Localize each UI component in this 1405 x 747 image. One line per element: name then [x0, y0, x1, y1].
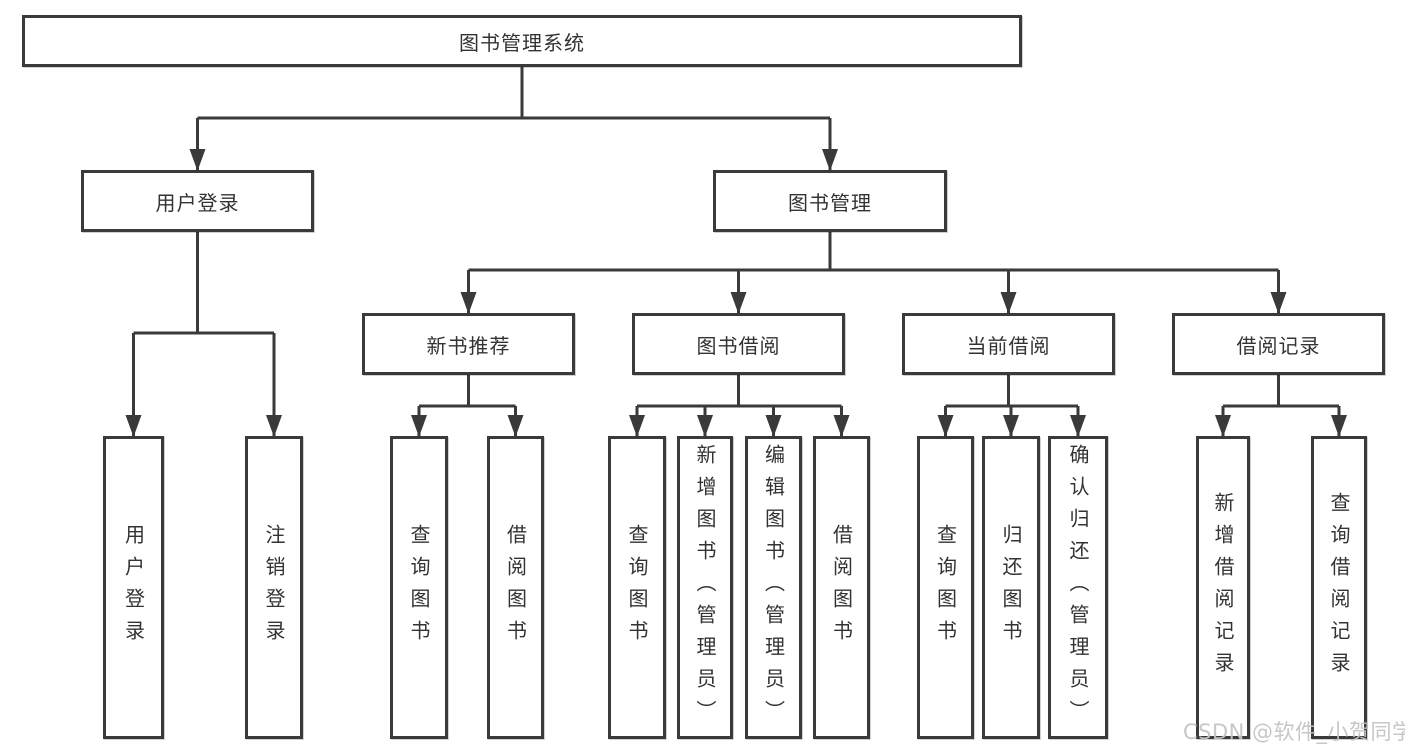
node-current-borrow-label: 当前借阅 [966, 333, 1051, 358]
node-book-management: 图书管理 [713, 170, 947, 232]
node-book-management-label: 图书管理 [788, 190, 872, 215]
node-library-system: 图书管理系统 [22, 15, 1022, 67]
connector-root-to-level2 [189, 67, 838, 171]
node-current-query-book: 查询图书 [917, 436, 974, 739]
node-login: 用户登录 [103, 436, 164, 739]
connector-user-login-children [125, 232, 282, 437]
node-borrow-book-label: 借阅图书 [829, 523, 854, 652]
node-new-book-recommend: 新书推荐 [362, 313, 575, 375]
node-book-borrow: 图书借阅 [632, 313, 845, 375]
node-user-login: 用户登录 [81, 170, 314, 232]
node-newrec-query-book: 查询图书 [390, 436, 448, 739]
node-logout: 注销登录 [245, 436, 303, 739]
node-newrec-borrow-book: 借阅图书 [487, 436, 544, 739]
node-query-borrow-record-label: 查询借阅记录 [1327, 491, 1351, 684]
node-borrow-records: 借阅记录 [1172, 313, 1385, 375]
watermark: CSDN @软件_小贺同学 [1183, 720, 1405, 744]
node-add-borrow-record-label: 新增借阅记录 [1211, 491, 1235, 684]
node-newrec-borrow-book-label: 借阅图书 [503, 523, 528, 652]
node-return-book-label: 归还图书 [999, 523, 1023, 652]
node-edit-book-admin: 编辑图书（管理员） [745, 436, 802, 739]
node-logout-label: 注销登录 [262, 523, 286, 652]
node-book-borrow-label: 图书借阅 [696, 333, 781, 358]
connector-new-book-children [411, 375, 524, 437]
node-confirm-return-admin-label: 确认归还（管理员） [1066, 443, 1090, 732]
node-edit-book-admin-label: 编辑图书（管理员） [761, 443, 786, 732]
node-query-borrow-record: 查询借阅记录 [1311, 436, 1367, 739]
node-add-book-admin-label: 新增图书（管理员） [693, 443, 717, 732]
node-user-login-label: 用户登录 [155, 190, 240, 215]
connector-current-borrow-children [937, 375, 1086, 437]
node-borrow-query-book: 查询图书 [608, 436, 666, 739]
node-return-book: 归还图书 [982, 436, 1040, 739]
node-new-book-recommend-label: 新书推荐 [426, 333, 511, 358]
node-add-borrow-record: 新增借阅记录 [1196, 436, 1250, 739]
node-newrec-query-book-label: 查询图书 [407, 523, 431, 652]
connector-book-mgmt-children [460, 232, 1287, 314]
node-borrow-query-book-label: 查询图书 [625, 523, 649, 652]
node-current-borrow: 当前借阅 [902, 313, 1115, 375]
node-login-label: 用户登录 [121, 523, 146, 652]
connector-borrow-records-children [1215, 375, 1347, 437]
node-borrow-book: 借阅图书 [813, 436, 870, 739]
node-current-query-book-label: 查询图书 [933, 523, 958, 652]
node-library-system-label: 图书管理系统 [459, 30, 585, 55]
node-confirm-return-admin: 确认归还（管理员） [1048, 436, 1108, 739]
connector-book-borrow-children [629, 375, 850, 437]
node-add-book-admin: 新增图书（管理员） [677, 436, 733, 739]
node-borrow-records-label: 借阅记录 [1236, 333, 1321, 358]
